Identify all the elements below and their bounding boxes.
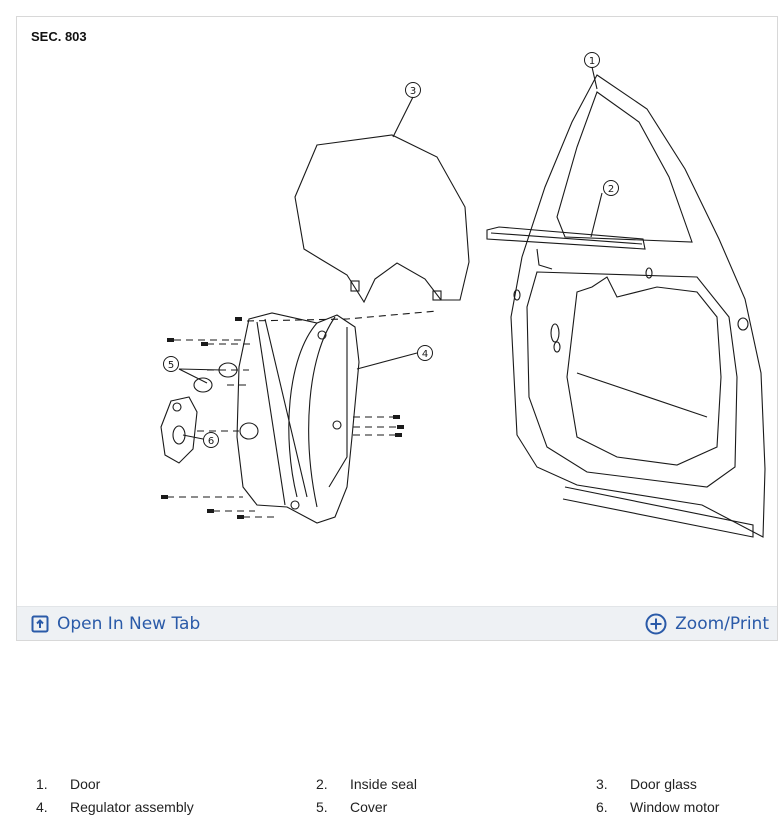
legend-label: Door — [70, 776, 101, 792]
legend-number: 5. — [316, 799, 328, 815]
door-cutout — [566, 276, 722, 466]
legend-number: 2. — [316, 776, 328, 792]
window-motor — [160, 396, 198, 464]
legend-item: 3. Door glass — [596, 776, 697, 792]
callout-3: 3 — [410, 86, 416, 97]
legend-number: 1. — [36, 776, 48, 792]
legend-item: 4. Regulator assembly — [36, 799, 194, 815]
regulator-assembly-frame — [236, 312, 360, 524]
legend-item: 1. Door — [36, 776, 100, 792]
legend-number: 6. — [596, 799, 608, 815]
legend-item: 6. Window motor — [596, 799, 719, 815]
legend-label: Cover — [350, 799, 388, 815]
zoom-print-button[interactable]: Zoom/Print — [645, 607, 769, 641]
figure-toolbar: Open In New Tab Zoom/Print — [17, 606, 777, 640]
legend-item: 2. Inside seal — [316, 776, 417, 792]
open-new-tab-icon — [31, 615, 49, 633]
section-label: SEC. 803 — [31, 29, 87, 44]
legend-label: Inside seal — [350, 776, 417, 792]
open-new-tab-label: Open In New Tab — [57, 614, 201, 634]
door-outer-outline — [510, 74, 766, 538]
door-inner-panel — [526, 271, 738, 488]
door-window-frame — [556, 91, 693, 243]
inside-seal — [486, 226, 646, 250]
legend-number: 3. — [596, 776, 608, 792]
callout-2: 2 — [608, 184, 614, 195]
callout-5: 5 — [168, 360, 174, 371]
diagram-figure: SEC. 803 — [16, 16, 778, 641]
legend-item: 5. Cover — [316, 799, 387, 815]
cover-lower — [193, 377, 213, 393]
zoom-print-label: Zoom/Print — [675, 614, 769, 634]
callout-6: 6 — [208, 436, 214, 447]
legend-number: 4. — [36, 799, 48, 815]
open-new-tab-button[interactable]: Open In New Tab — [31, 607, 200, 641]
zoom-plus-icon — [645, 613, 667, 635]
door-glass-outline — [294, 134, 470, 304]
callout-4: 4 — [422, 349, 428, 360]
legend-label: Door glass — [630, 776, 697, 792]
legend-label: Window motor — [630, 799, 720, 815]
legend-label: Regulator assembly — [70, 799, 194, 815]
exploded-door-diagram: 1 2 3 4 5 6 — [160, 52, 766, 538]
callout-1: 1 — [589, 56, 595, 67]
